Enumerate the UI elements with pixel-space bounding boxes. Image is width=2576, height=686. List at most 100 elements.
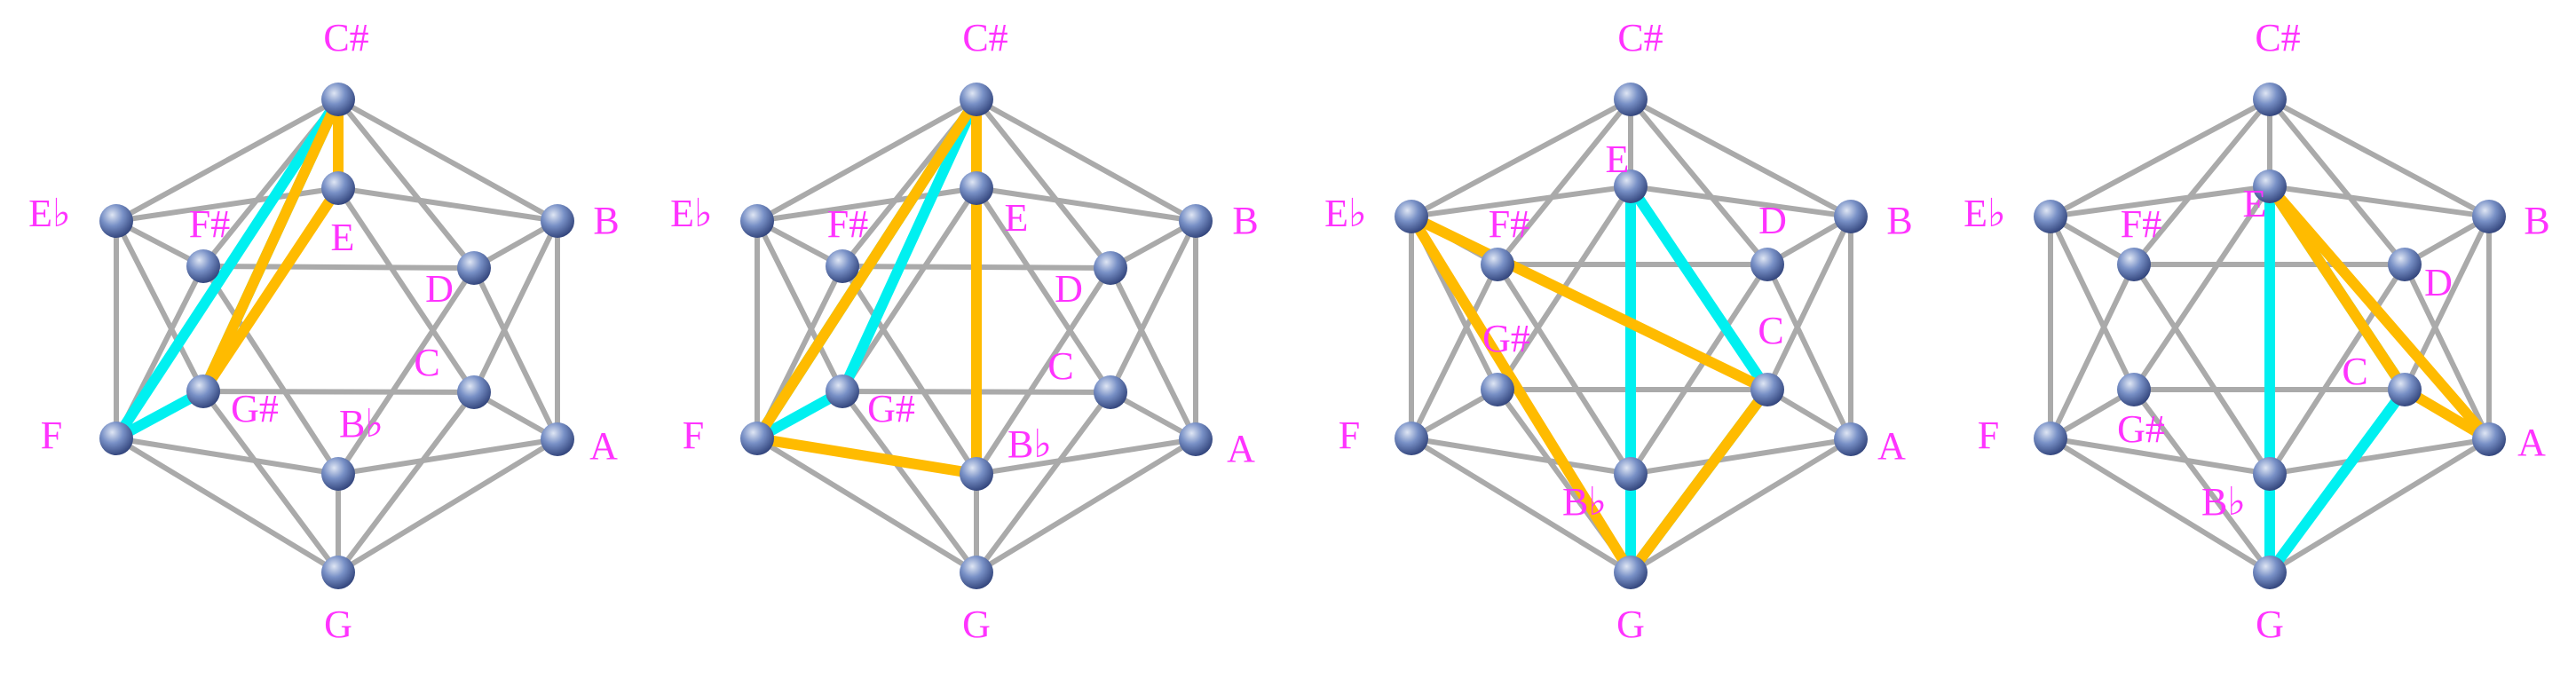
label-G: G	[2256, 603, 2284, 646]
label-A: A	[589, 424, 618, 468]
label-G: G	[1616, 603, 1645, 646]
node-G	[960, 556, 993, 589]
label-D: D	[1055, 267, 1083, 311]
node-C	[1094, 375, 1127, 409]
edge-Eflat-E	[2048, 184, 2272, 219]
edge-Csharp-D	[974, 97, 1113, 271]
node-A	[2472, 422, 2506, 456]
node-Csharp	[2253, 83, 2287, 116]
label-C: C	[1047, 344, 1073, 388]
label-D: D	[2424, 261, 2453, 304]
edge-B-E	[336, 185, 560, 224]
node-B	[2472, 200, 2506, 233]
highlight-orange-F-Bflat	[752, 433, 982, 479]
label-Csharp: C#	[1617, 16, 1663, 59]
label-F: F	[1978, 414, 1999, 457]
label-Bflat: B♭	[1562, 480, 1607, 524]
node-C	[2388, 373, 2422, 406]
highlight-cyan-Csharp-Gsharp	[837, 94, 982, 397]
edge-A-G	[336, 437, 560, 575]
edge-Csharp-Eflat	[1409, 97, 1633, 219]
edge-D-A	[2402, 262, 2492, 442]
node-B	[1179, 204, 1213, 238]
edge-D-Bflat	[2267, 262, 2407, 477]
label-D: D	[425, 267, 454, 311]
edge-B-C	[1765, 214, 1853, 392]
node-E	[321, 171, 355, 205]
node-E	[960, 171, 993, 205]
node-D	[1750, 248, 1784, 281]
node-B	[541, 204, 574, 238]
label-Gsharp: G#	[1482, 317, 1530, 360]
node-Csharp	[960, 83, 993, 116]
edge-D-A	[471, 265, 560, 442]
node-group	[740, 83, 1213, 589]
label-Fsharp: F#	[827, 202, 868, 246]
node-Bflat	[1614, 457, 1648, 491]
highlight-cyan-E-C	[1625, 181, 1773, 395]
edge-B-C	[471, 218, 560, 395]
edge-A-G	[974, 437, 1198, 575]
label-E: E	[1606, 138, 1630, 181]
node-Eflat	[740, 204, 774, 238]
highlight-group	[111, 94, 344, 444]
edge-Fsharp-F	[2048, 262, 2137, 441]
edge-Csharp-Fsharp	[2131, 97, 2272, 267]
node-B	[1834, 200, 1868, 233]
node-F	[740, 422, 774, 455]
edge-Gsharp-G	[2131, 387, 2272, 575]
edge-Csharp-D	[336, 97, 477, 271]
node-Fsharp	[2117, 248, 2151, 281]
edge-Bflat-F	[2048, 436, 2272, 477]
edge-Csharp-Eflat	[2048, 97, 2272, 219]
node-A	[541, 422, 574, 456]
node-A	[1834, 422, 1868, 456]
node-E	[2253, 170, 2287, 203]
label-Gsharp: G#	[231, 387, 279, 430]
node-G	[321, 556, 355, 589]
edge-Eflat-Gsharp	[2048, 214, 2137, 392]
label-E: E	[2243, 182, 2267, 225]
node-Fsharp	[186, 249, 220, 283]
edge-F-G	[114, 436, 341, 575]
edge-Fsharp-Bflat	[1495, 262, 1633, 477]
edge-Csharp-B	[336, 97, 560, 224]
edge-B-E	[2267, 184, 2492, 219]
highlight-orange-E-Gsharp	[198, 183, 344, 397]
edge-Eflat-E	[1409, 184, 1633, 219]
edge-Fsharp-Bflat	[840, 264, 979, 477]
edge-Bflat-F	[1409, 436, 1633, 477]
label-A: A	[1877, 424, 1906, 468]
edge-Eflat-Gsharp	[114, 218, 206, 394]
highlight-orange-E-A	[2264, 181, 2494, 445]
edge-Csharp-Fsharp	[1495, 97, 1633, 267]
edge-E-Gsharp	[2131, 184, 2272, 392]
edge-Fsharp-D	[201, 264, 477, 271]
edge-Csharp-B	[1628, 97, 1853, 219]
edge-C-G	[336, 390, 477, 575]
edge-D-A	[1765, 262, 1853, 442]
label-Csharp: C#	[323, 16, 368, 59]
edge-Bflat-A	[336, 437, 560, 477]
highlight-orange-Eflat-C	[1406, 211, 1773, 395]
node-A	[1179, 422, 1213, 456]
node-Fsharp	[1481, 248, 1514, 281]
node-Fsharp	[826, 249, 859, 283]
node-Gsharp	[2117, 373, 2151, 406]
edge-Gsharp-C	[201, 389, 477, 395]
label-Csharp: C#	[962, 16, 1007, 59]
label-B: B	[1232, 199, 1258, 242]
node-group	[1395, 83, 1868, 589]
highlight-orange-Csharp-Gsharp	[198, 94, 344, 397]
edge-Eflat-E	[755, 185, 979, 224]
edge-Csharp-D	[1628, 97, 1770, 267]
edge-E-C	[336, 185, 477, 395]
edge-D-Bflat	[974, 265, 1113, 477]
edge-E-C	[974, 185, 1113, 395]
highlight-orange-C-G	[1625, 384, 1773, 578]
edge-Csharp-B	[2267, 97, 2492, 219]
